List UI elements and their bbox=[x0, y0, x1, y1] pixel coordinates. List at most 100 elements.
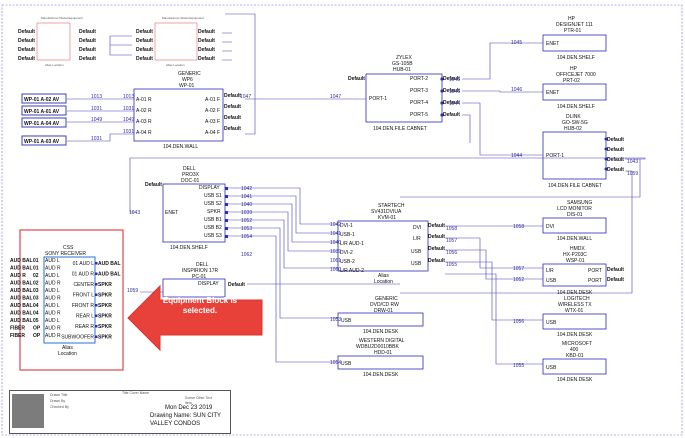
switch-hub02[interactable]: DLINK GO-SW-5G HUB-02 PORT-1 104.DEN.FIL… bbox=[542, 114, 624, 189]
wire-number: 1031 bbox=[91, 106, 102, 112]
port-dot[interactable] bbox=[440, 101, 444, 105]
receiver-input-port: AUD R bbox=[45, 266, 61, 272]
default-label: Default bbox=[79, 38, 96, 44]
wire-number: 1041 bbox=[241, 194, 252, 200]
kbd01-location: 104.DEN.DESK bbox=[557, 377, 593, 383]
wall-plate-wp01[interactable]: GENERIC WP6 WP-01 A-01 R A-02 R A-03 R A… bbox=[133, 71, 241, 150]
receiver-equipment-block[interactable]: CSS SONY RECEIVER Alias Location bbox=[19, 229, 124, 371]
port-dot[interactable] bbox=[604, 137, 608, 141]
default-label: Default bbox=[136, 38, 153, 44]
monitor-dis01[interactable]: SAMSUNG LCD MONITOR DIS-01 DVI 104.DEN.W… bbox=[542, 200, 607, 242]
drw01-brand: GENERIC bbox=[375, 296, 398, 302]
pc01-model: INSPIRION 17R bbox=[182, 268, 219, 274]
hdd01-model: WDBU2D0010BBK bbox=[356, 344, 399, 350]
wire-number: 1046 bbox=[511, 87, 522, 93]
kvm01-port: USB-2 bbox=[340, 259, 355, 265]
receiver-port-dot[interactable] bbox=[95, 293, 98, 297]
wire-number: 1060 bbox=[330, 267, 341, 273]
default-label: Default bbox=[428, 223, 445, 229]
kvm01-out: USB bbox=[411, 249, 422, 255]
port-dot[interactable] bbox=[440, 89, 444, 93]
wire-number: 1049 bbox=[91, 117, 102, 123]
receiver-input-port: AUD L bbox=[45, 273, 60, 279]
receiver-output-port: 01 AUD L bbox=[73, 261, 95, 267]
receiver-right-ext-label: AUD BAL bbox=[98, 261, 121, 267]
wtx01-port: USB bbox=[546, 320, 557, 326]
receiver-left-num: OP bbox=[33, 333, 41, 339]
rack-block-1[interactable]: Manufacturer Model Equipment Alias Locat… bbox=[18, 16, 96, 67]
default-label: Default bbox=[198, 47, 215, 53]
receiver-right-ext-label: SPKR bbox=[98, 335, 112, 341]
default-label: Default bbox=[348, 76, 365, 82]
computer-pc01[interactable]: DELL INSPIRION 17R PC-01 DISPLAY Default bbox=[162, 262, 245, 298]
default-label: Default bbox=[443, 76, 460, 82]
receiver-port-dot[interactable] bbox=[95, 283, 98, 286]
wsp01-out: PORT bbox=[588, 278, 602, 284]
port-dot[interactable] bbox=[440, 113, 444, 117]
dock-doc01[interactable]: DELL PRO3X DOC-01 ENET DISPLAY USB S1 US… bbox=[145, 166, 226, 251]
printer-ptr02[interactable]: HP OFFICEJET 7000 PRT-02 ENET 104.DEN.SH… bbox=[542, 66, 607, 110]
ptr01-location: 104.DEN.SHELF bbox=[557, 55, 595, 61]
default-label: Default bbox=[607, 147, 624, 153]
doc01-port: DISPLAY bbox=[199, 185, 220, 191]
wire-number: 1056 bbox=[513, 319, 524, 325]
wp01-name: WP-01 bbox=[179, 83, 195, 89]
default-label: Default bbox=[607, 137, 624, 143]
wire-number: 1054 bbox=[330, 360, 341, 366]
receiver-left-num: 02 bbox=[33, 281, 39, 287]
hub01-location: 104.DEN.FILE CABNET bbox=[373, 126, 427, 132]
kvm01-model: SV431DVIUA bbox=[371, 209, 402, 215]
optical-drive-drw01[interactable]: GENERIC DVD/CD RW DRW-01 USB 104.DEN.DES… bbox=[337, 296, 424, 335]
receiver-right-ext-label: SPKR bbox=[98, 293, 112, 299]
dis01-model: LCD MONITOR bbox=[557, 206, 592, 212]
tb-drawn-by: Drawn By bbox=[50, 399, 66, 403]
wire-number: 1059 bbox=[127, 288, 138, 294]
keyboard-kbd01[interactable]: MICROSOFT 400 KBD-01 USB 104.DEN.DESK bbox=[542, 341, 607, 383]
default-label: Default bbox=[428, 258, 445, 264]
tb-date: Mon Dec 23 2019 bbox=[165, 405, 213, 411]
receiver-port-dot[interactable] bbox=[95, 335, 98, 339]
kvm01-out: DVI bbox=[413, 225, 421, 231]
receiver-left-num: 03 bbox=[33, 296, 39, 302]
hub01-port: PORT-4 bbox=[410, 100, 428, 106]
port-dot[interactable] bbox=[604, 167, 608, 171]
receiver-input-port: AUD R bbox=[45, 296, 61, 302]
rack-block-2[interactable]: Manufacturer Model Equipment Alias Locat… bbox=[136, 16, 215, 67]
rack-block-1-bottom: Alias Location bbox=[45, 63, 64, 67]
receiver-left-num: 02 bbox=[33, 273, 39, 279]
receiver-right-ext-label: SPKR bbox=[98, 282, 112, 288]
receiver-left-ext-label: AUD BAL bbox=[10, 318, 33, 324]
wireless-tx-wtx01[interactable]: LOGITECH WIRELESS TX WTX-01 USB 104.DEN.… bbox=[542, 296, 607, 338]
kvm-switch-kvm01[interactable]: STARTECH SV431DVIUA KVM-01 DVI-1 USB-1 L… bbox=[337, 203, 445, 285]
tb-meta2: Item bbox=[185, 401, 192, 405]
receiver-port-dot[interactable] bbox=[95, 314, 98, 318]
wire-number: 1040 bbox=[330, 240, 341, 246]
drw01-location: 104.DEN.DESK bbox=[363, 329, 399, 335]
doc01-port: USB S1 bbox=[204, 193, 222, 199]
tb-drawn-title: Drawn Title bbox=[50, 393, 68, 397]
wtx01-model: WIRELESS TX bbox=[558, 302, 592, 308]
receiver-port-dot[interactable] bbox=[95, 304, 98, 307]
receiver-port-dot[interactable] bbox=[95, 262, 98, 265]
wire-number: 1059 bbox=[627, 171, 638, 177]
default-label: Default bbox=[607, 167, 624, 173]
wp01-out: A-03 F bbox=[205, 119, 220, 125]
default-label: Default bbox=[79, 47, 96, 53]
switch-hub01[interactable]: ZYLEX GS-105B HUB-01 PORT-1 PORT-2 PORT-… bbox=[348, 55, 460, 132]
dis01-location: 104.DEN.WALL bbox=[557, 236, 592, 242]
hard-drive-hdd01[interactable]: WESTERN DIGITAL WDBU2D0010BBK HDD-01 USB… bbox=[337, 338, 424, 378]
printer-ptr01[interactable]: HP DESIGNJET 111 PTR-01 ENET 104.DEN.SHE… bbox=[542, 16, 607, 61]
default-label: Default bbox=[136, 47, 153, 53]
receiver-port-dot[interactable] bbox=[95, 325, 98, 328]
receiver-output-port: FRONT L bbox=[73, 293, 95, 299]
kvm01-alias: Alias bbox=[378, 273, 389, 279]
port-dot[interactable] bbox=[440, 77, 444, 81]
receiver-port-dot[interactable] bbox=[95, 272, 98, 276]
rcv01-alias: Alias bbox=[62, 345, 73, 351]
hdd01-location: 104.DEN.DESK bbox=[363, 372, 399, 378]
wire-number: 1013 bbox=[91, 94, 102, 100]
port-dot[interactable] bbox=[604, 147, 608, 151]
speaker-wsp01[interactable]: HMDX HX-P203C WSP-01 L/R USB PORT PORT 1… bbox=[542, 246, 624, 296]
